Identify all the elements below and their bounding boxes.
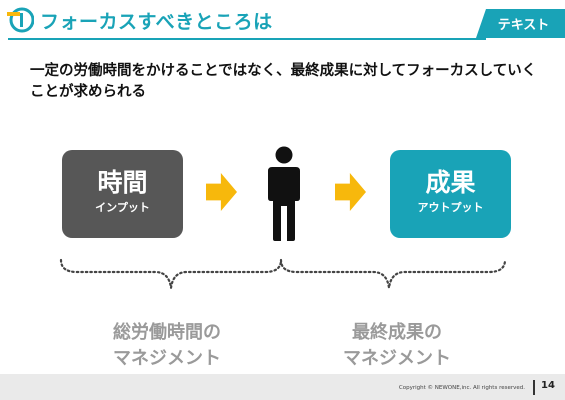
- copyright-text: Copyright © NEWONE,inc. All rights reser…: [398, 385, 525, 391]
- newone-logo-icon: [7, 7, 34, 33]
- page-number: 14: [541, 380, 555, 391]
- caption-line: マネジメント: [343, 348, 451, 369]
- right-arrow-icon: [335, 173, 366, 211]
- page-divider: [533, 380, 535, 395]
- caption-line: 最終成果の: [352, 322, 442, 343]
- output-box: 成果 アウトプット: [390, 150, 511, 238]
- header-divider: [8, 38, 486, 40]
- output-box-title: 成果: [425, 168, 476, 197]
- caption-line: マネジメント: [113, 348, 221, 369]
- input-box: 時間 インプット: [62, 150, 183, 238]
- slide-header: フォーカスすべきところは テキスト: [0, 0, 565, 42]
- right-arrow-icon: [206, 173, 237, 211]
- brace-bracket: [59, 258, 507, 289]
- caption-total-hours: 総労働時間の マネジメント: [92, 320, 242, 372]
- lead-text: 一定の労働時間をかけることではなく、最終成果に対してフォーカスしていくことが求め…: [30, 63, 537, 100]
- caption-final-results: 最終成果の マネジメント: [322, 320, 472, 372]
- slide-footer: Copyright © NEWONE,inc. All rights reser…: [0, 374, 565, 400]
- slide-title: フォーカスすべきところは: [40, 11, 273, 33]
- person-icon: [268, 146, 300, 241]
- output-box-subtitle: アウトプット: [417, 201, 484, 214]
- input-box-title: 時間: [97, 168, 148, 197]
- text-tag: テキスト: [476, 9, 565, 38]
- caption-line: 総労働時間の: [113, 322, 221, 343]
- input-box-subtitle: インプット: [95, 201, 150, 214]
